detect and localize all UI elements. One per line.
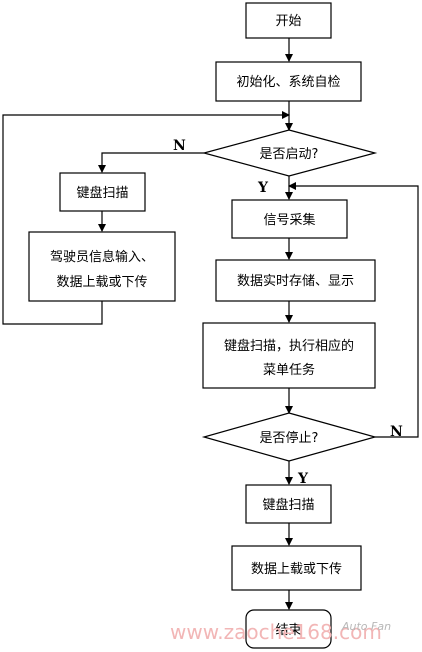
signal-acquire-label: 信号采集 xyxy=(263,212,315,228)
keyboard-scan-bottom-node: 键盘扫描 xyxy=(245,484,332,524)
keyboard-scan-left-node: 键盘扫描 xyxy=(59,172,146,212)
decision-start-node: 是否启动? xyxy=(201,129,378,177)
start-label: 开始 xyxy=(275,14,301,29)
menu-task-node: 键盘扫描，执行相应的 菜单任务 xyxy=(202,322,376,389)
decision-stop-label: 是否停止? xyxy=(260,430,319,446)
watermark-site-text: www.zaoche168.com xyxy=(170,620,382,644)
upload-node: 数据上载或下传 xyxy=(231,545,362,591)
label-yes-start: Y xyxy=(257,180,269,196)
init-node: 初始化、系统自检 xyxy=(215,61,362,102)
label-no-stop: N xyxy=(390,424,403,440)
label-no-start: N xyxy=(173,138,186,154)
keyboard-scan-left-label: 键盘扫描 xyxy=(76,185,128,201)
arrow-stop-no-loop xyxy=(288,182,419,438)
keyboard-scan-bottom-label: 键盘扫描 xyxy=(262,497,314,513)
arrow-loop-back-to-decision xyxy=(2,111,290,325)
data-store-label: 数据实时存储、显示 xyxy=(237,274,354,289)
data-store-node: 数据实时存储、显示 xyxy=(215,259,376,302)
decision-stop-node: 是否停止? xyxy=(201,412,378,462)
end-node: 结束 xyxy=(245,609,332,649)
driver-info-label-line2: 数据上载或下传 xyxy=(56,275,147,290)
decision-start-label: 是否启动? xyxy=(260,147,319,162)
driver-info-node: 驾驶员信息输入、 数据上载或下传 xyxy=(28,231,176,302)
init-label: 初始化、系统自检 xyxy=(236,75,340,90)
start-node: 开始 xyxy=(245,2,332,39)
arrow-decision-no-branch xyxy=(98,152,204,173)
driver-info-label-line1: 驾驶员信息输入、 xyxy=(50,249,154,265)
watermark-small-text: Auto Fan xyxy=(341,620,391,633)
end-label: 结束 xyxy=(275,623,301,638)
upload-label: 数据上载或下传 xyxy=(251,562,342,577)
label-yes-stop: Y xyxy=(297,471,309,487)
connectors xyxy=(2,38,419,610)
signal-acquire-node: 信号采集 xyxy=(231,199,348,239)
menu-task-label-line1: 键盘扫描，执行相应的 xyxy=(224,338,354,354)
menu-task-label-line2: 菜单任务 xyxy=(263,362,315,378)
